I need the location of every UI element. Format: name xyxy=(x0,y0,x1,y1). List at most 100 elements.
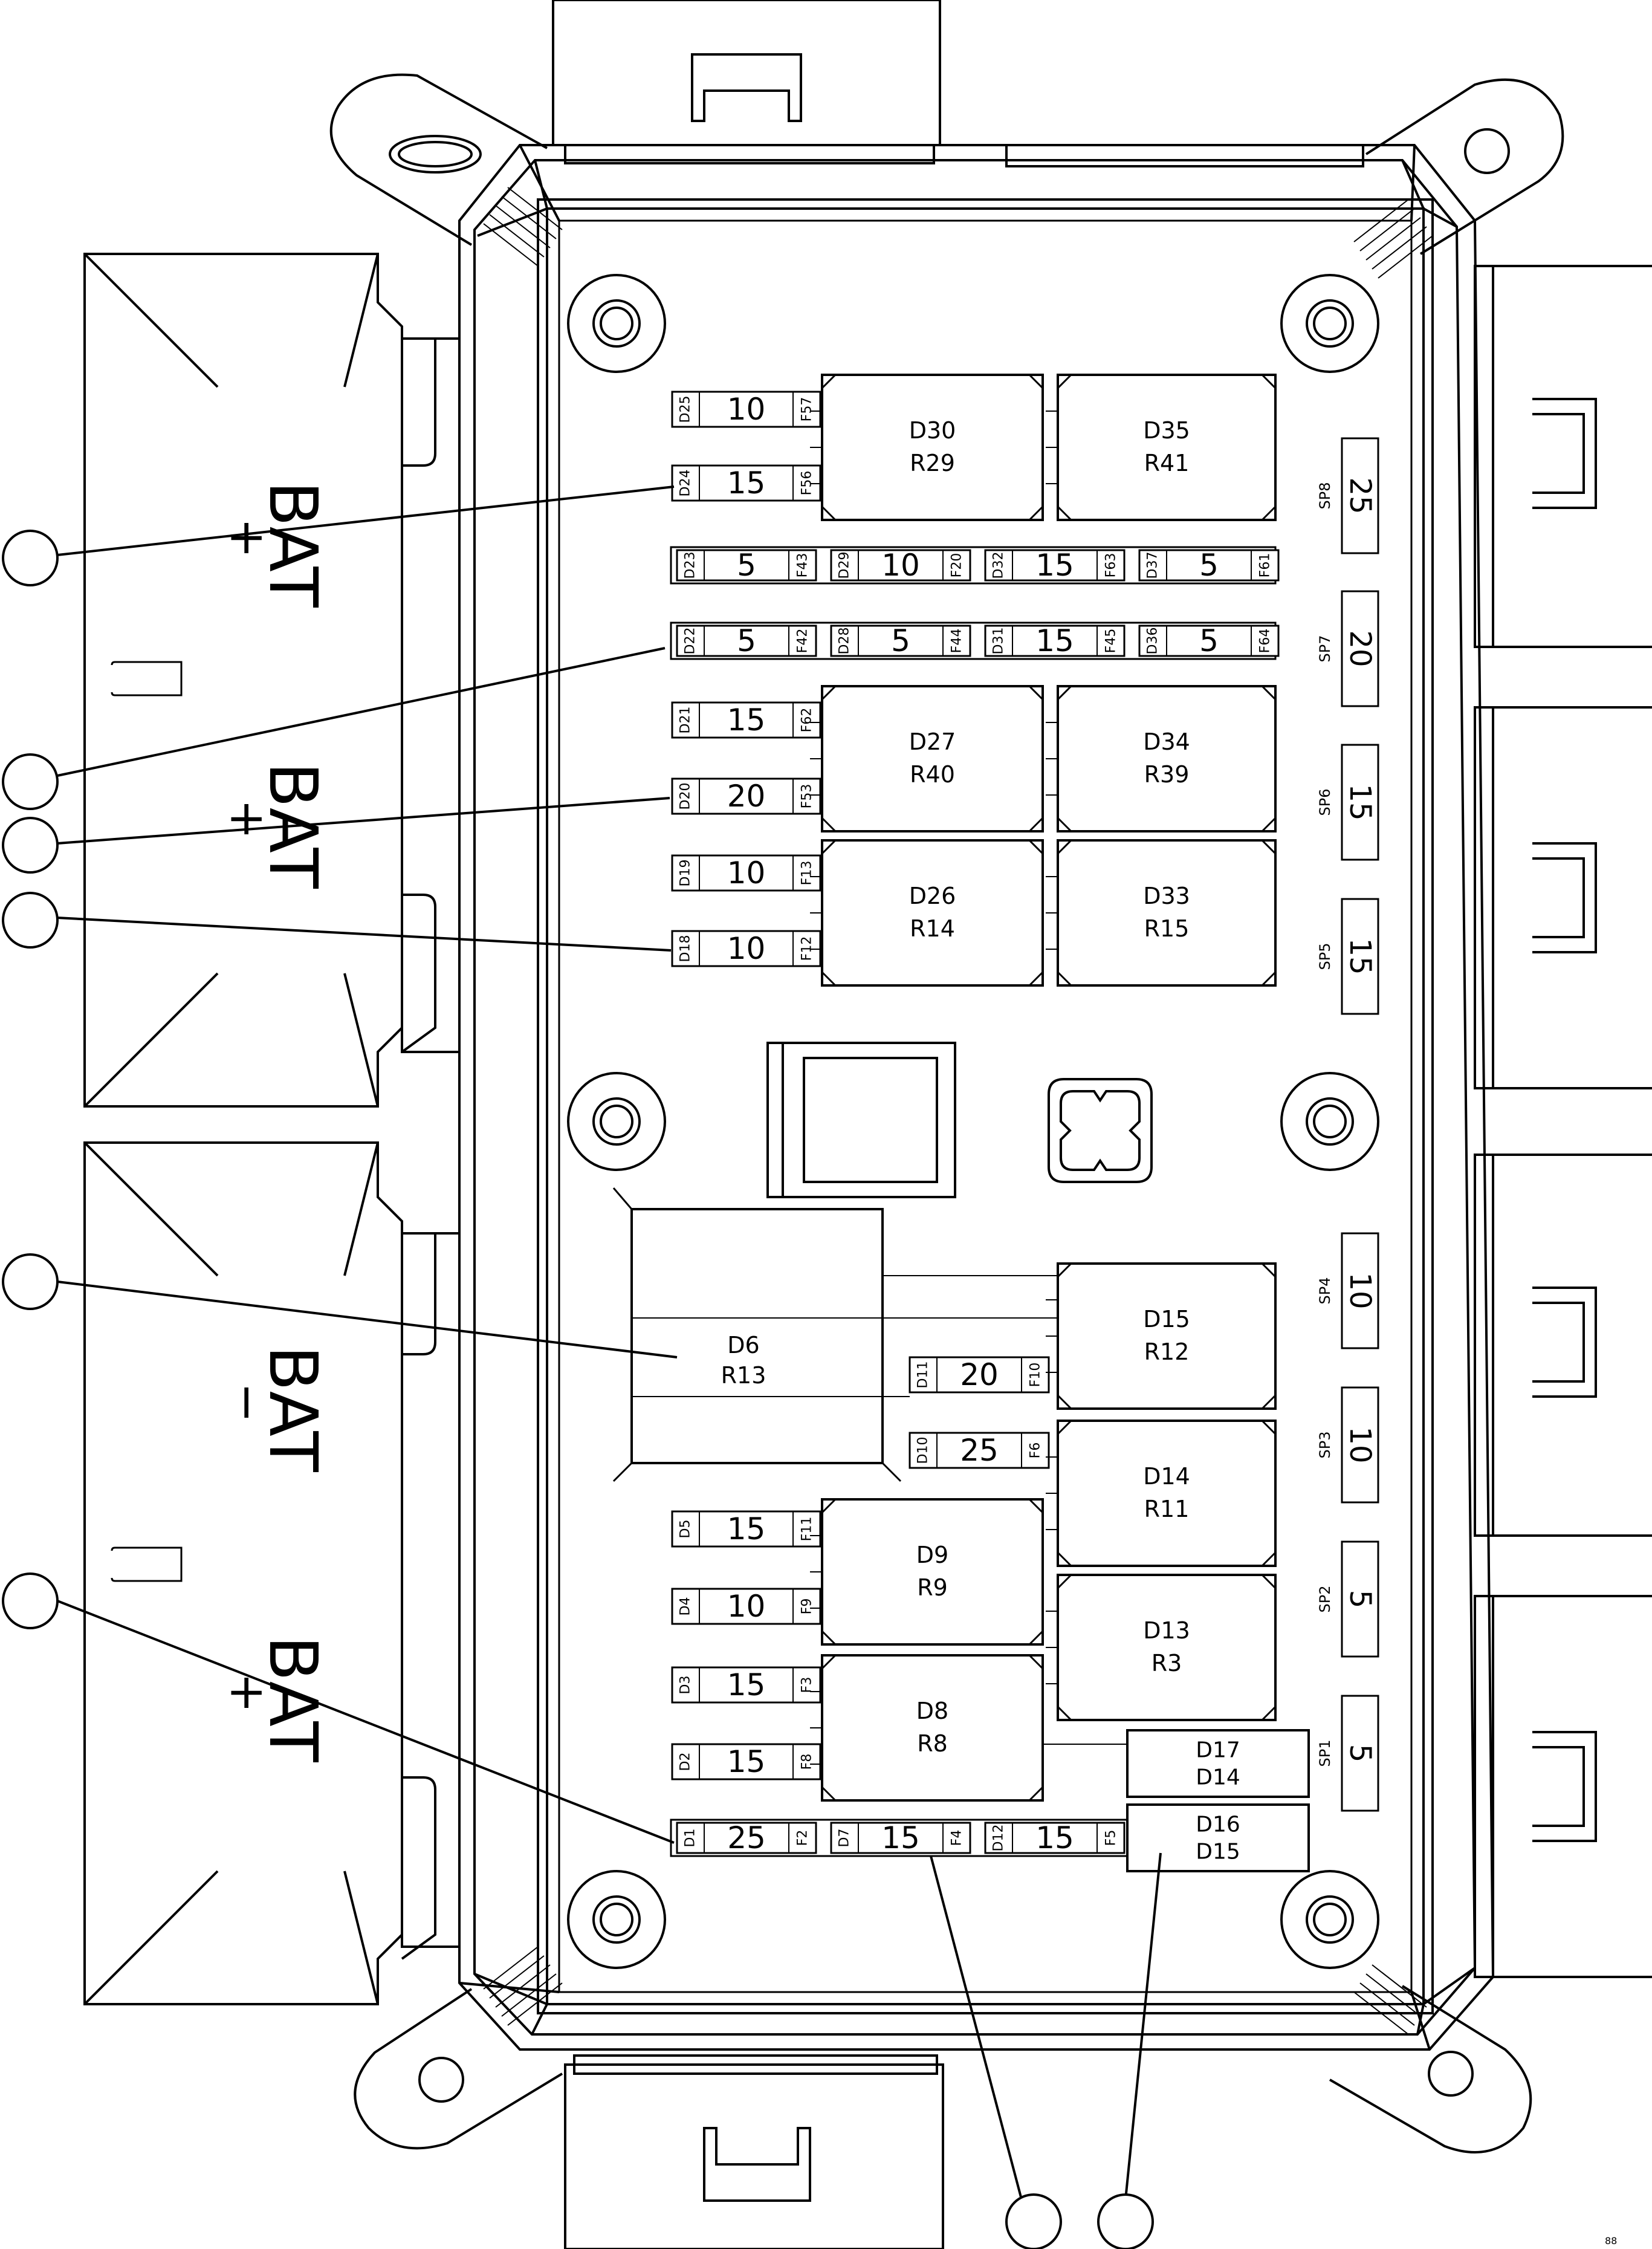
mount-ear-bottom-left xyxy=(354,1988,563,2150)
fuse-position-label: D36 xyxy=(1145,628,1161,655)
fuse-id-label: F62 xyxy=(800,708,815,733)
relay-label: R29 xyxy=(910,450,955,476)
relay-label: D13 xyxy=(1143,1617,1190,1644)
fuse-id-label: F9 xyxy=(800,1598,815,1615)
battery-label-sign: + xyxy=(220,799,276,839)
spare-label: SP8 xyxy=(1317,482,1333,510)
spare-rating: 10 xyxy=(1343,1272,1377,1309)
fuse-position-label: D5 xyxy=(678,1520,693,1539)
callout-bubble[interactable] xyxy=(2,892,59,949)
relay-label: D14 xyxy=(1143,1463,1190,1490)
fuse-id-label: F63 xyxy=(1104,553,1119,578)
fuse-id-label: F44 xyxy=(950,629,965,654)
spare-rating: 15 xyxy=(1343,938,1377,975)
spare-rating: 5 xyxy=(1343,1590,1377,1609)
fuse-id-label: F8 xyxy=(800,1754,815,1770)
relay-label: D27 xyxy=(909,729,956,755)
corner-code: 88 xyxy=(1605,2235,1617,2247)
relay-label: R11 xyxy=(1144,1496,1190,1522)
fuse-position-label: D22 xyxy=(683,628,698,655)
callout-bubble[interactable] xyxy=(2,530,59,586)
battery-block-upper xyxy=(83,253,461,1108)
fuse-rating: 5 xyxy=(737,623,756,658)
battery-label-text: BAT xyxy=(254,481,332,608)
fuse-rating: 5 xyxy=(1199,548,1219,583)
callout-bubble[interactable] xyxy=(1097,2193,1154,2249)
fuse-id-label: F13 xyxy=(800,861,815,886)
callout-bubble[interactable] xyxy=(2,1572,59,1629)
mounting-bosses xyxy=(567,274,1379,1969)
fuse-rating: 15 xyxy=(727,703,766,738)
fuse-id-label: F61 xyxy=(1258,553,1273,578)
fuse-id-label: F53 xyxy=(800,784,815,809)
battery-terminal-label: BAT+ xyxy=(220,762,332,889)
fuse-rating: 25 xyxy=(960,1433,999,1468)
fuse-position-label: D28 xyxy=(837,628,852,655)
fuse-rating: 10 xyxy=(727,931,766,966)
fuse-position-label: D25 xyxy=(678,396,693,423)
battery-terminal-label: BAT− xyxy=(220,1345,332,1472)
diode-label: D15 xyxy=(1196,1840,1240,1864)
center-fuse[interactable]: D10 25 F6 xyxy=(909,1432,1050,1469)
fuse-rating: 20 xyxy=(727,779,766,814)
fuse-rating: 15 xyxy=(727,466,766,501)
callout-bubble[interactable] xyxy=(2,817,59,874)
top-connector xyxy=(552,0,941,146)
fuse-id-label: F6 xyxy=(1028,1443,1043,1459)
battery-label-sign: + xyxy=(220,1672,276,1713)
fuse-position-label: D24 xyxy=(678,470,693,497)
callout-bubble[interactable] xyxy=(2,753,59,810)
fuse-id-label: F43 xyxy=(795,553,811,578)
fuse-id-label: F64 xyxy=(1258,629,1273,654)
fuse-position-label: D10 xyxy=(916,1437,931,1464)
callout-bubble[interactable] xyxy=(2,1253,59,1310)
callout-bubble[interactable] xyxy=(1005,2193,1062,2249)
fuse-position-label: D29 xyxy=(837,552,852,579)
